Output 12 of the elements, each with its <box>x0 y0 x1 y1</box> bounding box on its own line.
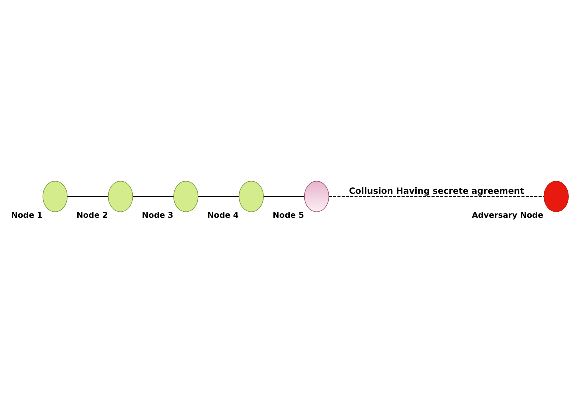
node-ellipse <box>108 180 134 212</box>
node-ellipse <box>238 180 264 212</box>
connector <box>328 196 545 197</box>
connector <box>67 196 109 197</box>
node-ellipse <box>174 180 199 212</box>
node-ellipse <box>304 180 330 212</box>
connector <box>264 196 305 197</box>
connector <box>198 196 240 197</box>
connector <box>132 196 174 197</box>
edge-label: Collusion Having secrete agreement <box>349 186 524 196</box>
node-ellipse <box>544 180 569 212</box>
node-ellipse <box>42 180 68 212</box>
